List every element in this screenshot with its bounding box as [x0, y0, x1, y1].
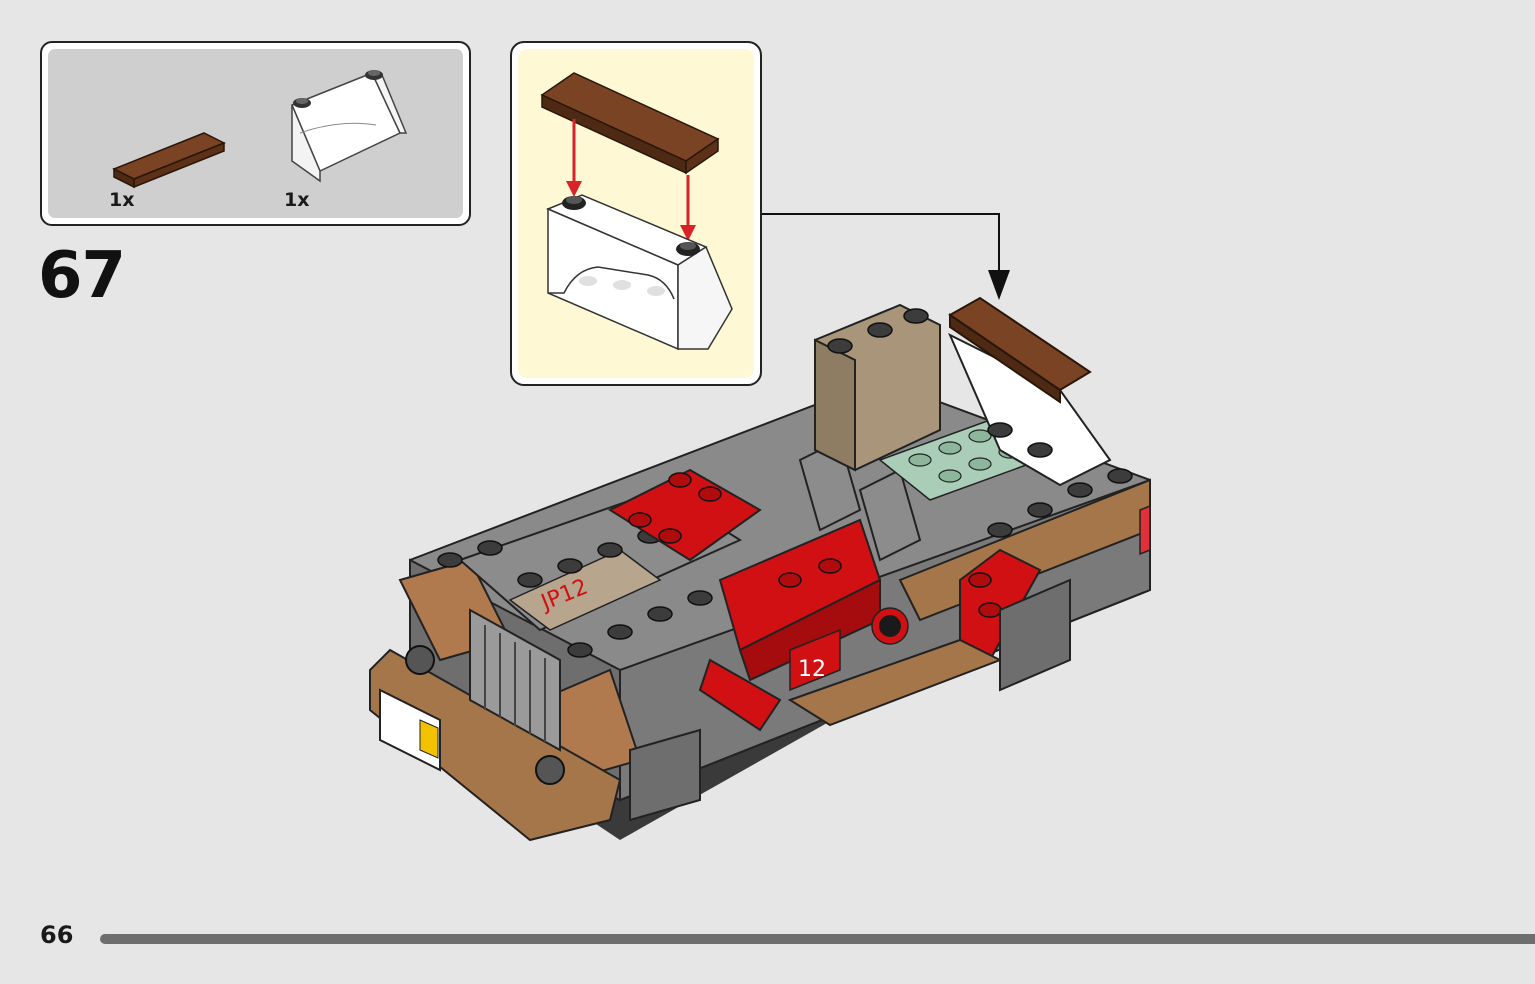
step-number: 67: [38, 239, 126, 313]
subassembly-callout: [510, 41, 762, 386]
progress-bar: [100, 934, 1535, 944]
progress-bar-fill: [100, 934, 1535, 944]
part-quantity-1: 1x: [109, 189, 135, 211]
part-quantity-2: 1x: [284, 189, 310, 211]
callout-background: [518, 49, 754, 378]
red-arrow-icon: [680, 175, 696, 241]
brown-tile-part-icon: [112, 132, 226, 189]
vehicle-model-illustration: JP12 12: [369, 296, 1151, 842]
red-arrow-icon: [566, 119, 582, 197]
subassembly-illustration: [540, 72, 733, 351]
parts-list-panel: 1x 1x: [40, 41, 471, 226]
parts-list-background: 1x 1x: [48, 49, 463, 218]
windscreen-part-icon: [291, 70, 408, 183]
side-number-decal: 12: [798, 657, 826, 682]
page-number: 66: [40, 921, 74, 949]
